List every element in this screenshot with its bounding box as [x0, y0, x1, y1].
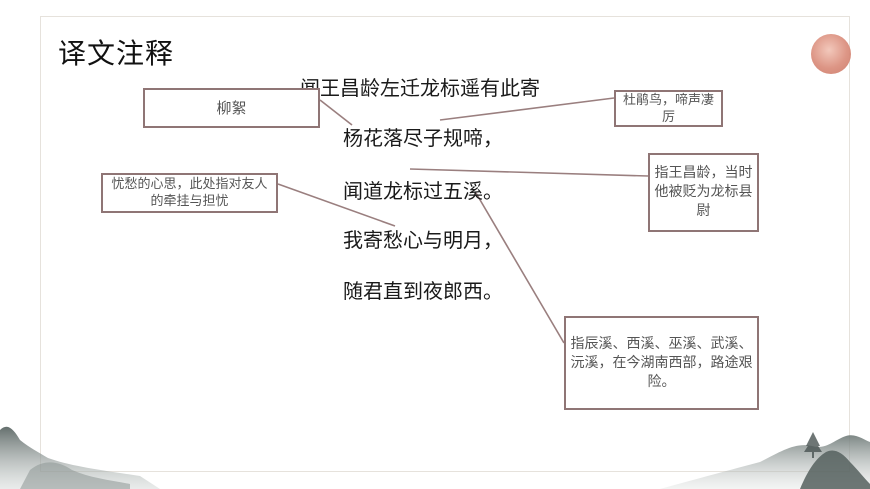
poem-title: 闻王昌龄左迁龙标遥有此寄 [300, 76, 540, 100]
note-liuxu: 柳絮 [143, 88, 320, 128]
note-zigui: 杜鹃鸟，啼声凄厉 [614, 90, 723, 127]
connector-line-wuxi [475, 192, 565, 344]
note-wuxi: 指辰溪、西溪、巫溪、武溪、沅溪，在今湖南西部，路途艰险。 [564, 316, 759, 410]
poem-line-2: 闻道龙标过五溪。 [343, 179, 503, 203]
sun-decoration [811, 34, 851, 74]
note-text: 杜鹃鸟，啼声凄厉 [622, 92, 714, 125]
poem-line-1: 杨花落尽子规啼， [343, 126, 503, 150]
pine-tree [804, 432, 822, 458]
connector-line-longbiao [409, 168, 649, 177]
note-text: 指辰溪、西溪、巫溪、武溪、沅溪，在今湖南西部，路途艰险。 [570, 335, 753, 390]
connector-line-chouxin [277, 183, 396, 227]
poem-line-4: 随君直到夜郎西。 [343, 279, 503, 303]
mountain-left-far [20, 462, 130, 489]
note-text: 柳絮 [216, 98, 247, 117]
mountain-right-peak [800, 450, 870, 489]
connector-line-liuxu [319, 99, 353, 126]
note-text: 指王昌龄，当时他被贬为龙标县尉 [654, 165, 753, 219]
connector-line-zigui [439, 97, 615, 121]
poem-line-3: 我寄愁心与明月， [343, 228, 503, 252]
page-title: 译文注释 [58, 37, 175, 70]
note-chouxin: 忧愁的心思，此处指对友人的牵挂与担忧 [101, 173, 278, 213]
note-longbiao: 指王昌龄，当时他被贬为龙标县尉 [648, 153, 759, 232]
slide-frame [40, 16, 850, 472]
note-text: 忧愁的心思，此处指对友人的牵挂与担忧 [111, 177, 268, 209]
